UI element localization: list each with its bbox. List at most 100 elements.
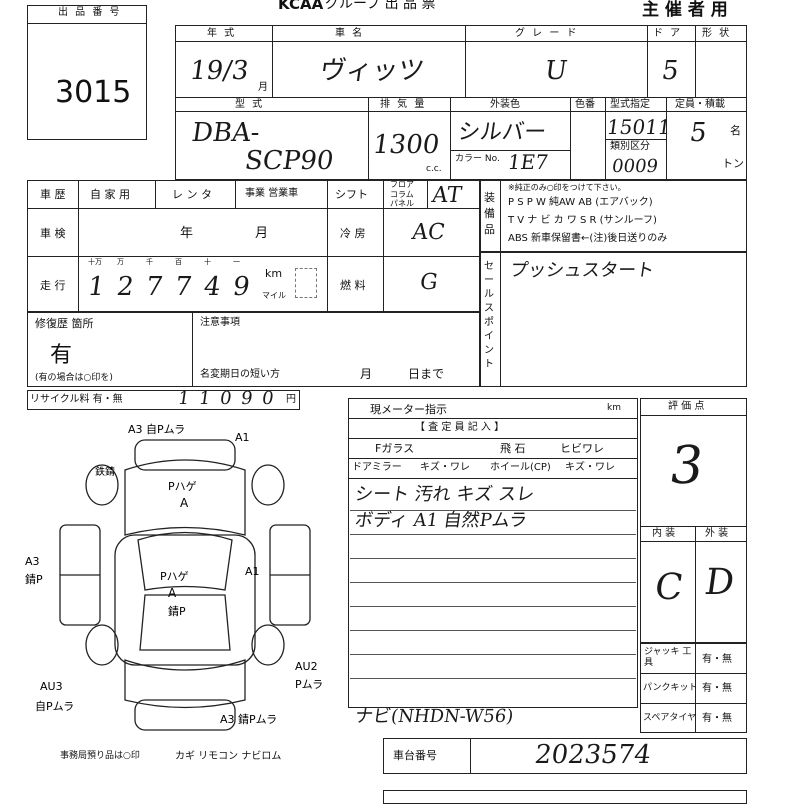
business-label: 事業 営業車 [245, 188, 299, 199]
jack-value: 有・無 [702, 654, 732, 665]
interior-value: C [652, 567, 686, 608]
model-value-line1: DBA- [189, 118, 262, 148]
brand-logo: KCAA [278, 0, 324, 13]
shift-option-floor: フロア [390, 180, 414, 189]
repair-label: 修復歴 箇所 [35, 317, 94, 330]
recycle-block [27, 390, 300, 410]
nav-note: ナビ(NHDN-W56) [353, 706, 515, 727]
diag-door-2: A [168, 586, 177, 600]
wheel-values: キズ・ワレ [565, 462, 615, 473]
car-name-label: 車 名 [335, 28, 365, 39]
year-value: 19/3 [187, 56, 251, 86]
diag-left-3: 錆P [25, 572, 43, 586]
ton-unit: トン [722, 157, 744, 170]
repair-block [27, 312, 480, 387]
keys-label: 事務局預り品は○印 [60, 751, 140, 761]
shift-option-panel: パネル [390, 199, 414, 208]
shift-label: シフト [335, 188, 368, 201]
model-label: 型 式 [235, 99, 265, 110]
history-label: 車 歴 [40, 188, 66, 201]
score-label: 評 価 点 [668, 401, 705, 412]
diag-rear-right-2: Pムラ [295, 678, 323, 691]
spare-tire-value: 有・無 [702, 713, 732, 724]
exterior-label: 外 装 [705, 528, 729, 539]
diag-left-2: A3 [25, 555, 40, 568]
ac-label: 冷 房 [340, 227, 366, 240]
sale-point-label: セールスポイント [484, 261, 494, 370]
capacity-unit: 名 [730, 124, 741, 137]
diag-top-2: A1 [235, 431, 250, 444]
model-value-line2: SCP90 [242, 146, 336, 176]
name-change-day: 日まで [408, 367, 445, 381]
doors-label: ド ア [653, 28, 683, 39]
history-block [27, 180, 480, 312]
diag-body-1: Pハゲ [168, 480, 197, 493]
interior-label: 内 装 [652, 528, 676, 539]
lot-label: 出 品 番 号 [58, 7, 122, 18]
lot-number: 3015 [55, 75, 132, 110]
mileage-unit-4: 十 [204, 258, 211, 266]
mirror-values: キズ・ワレ [420, 462, 470, 473]
mileage-unit-5: 一 [233, 258, 240, 266]
shift-value: AT [430, 183, 464, 208]
score-block [640, 398, 747, 643]
equipment-block [480, 180, 747, 252]
mileage-mile-unit: マイル [262, 291, 286, 300]
color-number-label: 色番 [575, 99, 595, 110]
displacement-value: 1300 [370, 130, 442, 160]
fuel-value: G [418, 270, 440, 295]
repair-note: (有の場合は○印を) [35, 373, 113, 383]
diag-rear-left-1: AU3 [40, 680, 63, 693]
chassis-block [383, 738, 747, 774]
mileage-checkbox[interactable] [295, 268, 317, 298]
name-change-label: 名変期日の短い方 [200, 369, 280, 380]
diag-left-1: 鉄錆 [95, 465, 115, 478]
mileage-unit-3: 百 [175, 258, 182, 266]
month-suffix: 月 [258, 82, 268, 93]
inspection-label: 車 検 [40, 227, 66, 240]
remarks-line2: ボディ A1 自然Pムラ [353, 510, 529, 531]
puncture-kit-value: 有・無 [702, 683, 732, 694]
grade-value: U [542, 56, 570, 86]
recycle-label: リサイクル料 有・無 [30, 394, 123, 405]
jack-label: ジャッキ 工 具 [644, 647, 692, 668]
capacity-label: 定員・積載 [675, 99, 725, 110]
equipment-note: ※純正のみ○印をつけて下さい。 [508, 183, 626, 192]
fglass-chip: 飛 石 [500, 442, 526, 455]
meter-label: 現メーター指示 [370, 403, 447, 416]
diag-rear-right-1: AU2 [295, 660, 318, 673]
remarks-line1: シート 汚れ キズ スレ [353, 484, 536, 505]
type-spec-value: 15011 [605, 115, 673, 139]
name-change-month: 月 [360, 367, 373, 381]
diag-door-1: Pハゲ [160, 570, 189, 583]
mileage-unit-0: 十万 [88, 258, 102, 266]
meter-km-unit: km [607, 403, 621, 413]
class-value: 0009 [610, 156, 660, 177]
fglass-crack: ヒビワレ [560, 442, 604, 455]
exterior-color-value: シルバー [456, 120, 548, 145]
color-code-value: 1E7 [506, 150, 550, 174]
inspection-block [348, 398, 638, 708]
equipment-label: 装 備 品 [484, 191, 495, 236]
organizer-label: 主 催 者 用 [642, 0, 728, 20]
inspection-month: 月 [255, 226, 269, 241]
mileage-unit-1: 万 [117, 258, 124, 266]
year-label: 年 式 [207, 28, 237, 39]
spare-tire-label: スペアタイヤ [643, 713, 697, 723]
fglass-label: Fガラス [375, 442, 415, 455]
recycle-unit: 円 [286, 394, 296, 405]
equipment-line3: ABS 新車保留書←(注)後日送りのみ [508, 233, 668, 244]
displacement-unit: c.c. [426, 164, 442, 174]
type-spec-label: 型式指定 [610, 99, 650, 110]
diag-top-1: A3 自Pムラ [128, 423, 185, 436]
mileage-unit-2: 千 [146, 258, 153, 266]
rental-label: レ ン タ [172, 188, 212, 201]
equipment-line2: T V ナ ビ カ ワ S R (サンルーフ) [508, 215, 657, 226]
history-options: 自 家 用 [90, 188, 130, 201]
bottom-strip [383, 790, 747, 804]
keys-items: カギ リモコン ナビロム [175, 751, 282, 762]
exterior-value: D [702, 562, 737, 603]
vehicle-info-model [175, 97, 747, 180]
form-title: グループ 出 品 票 [325, 0, 436, 12]
color-code-label: カラー No. [455, 154, 500, 164]
